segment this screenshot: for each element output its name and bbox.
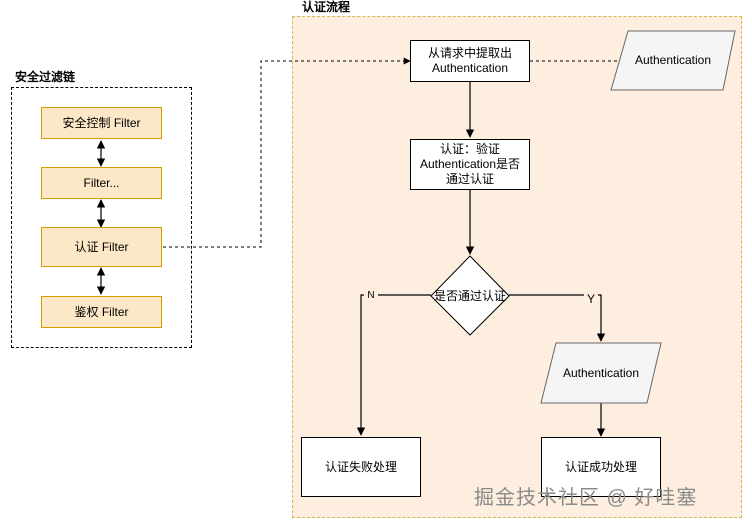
filter-generic: Filter... — [41, 167, 162, 199]
auth-object-top-label: Authentication — [634, 52, 712, 67]
auth-fail-step: 认证失败处理 — [301, 437, 421, 497]
filter-authorization: 鉴权 Filter — [41, 296, 162, 328]
branch-yes-label: Y — [584, 292, 598, 306]
extract-authentication-step: 从请求中提取出Authentication — [410, 40, 530, 82]
decision-label: 是否通过认证 — [433, 288, 506, 303]
filter-security-control: 安全控制 Filter — [41, 107, 162, 139]
decision-diamond — [430, 255, 510, 336]
auth-object-top-shape — [610, 30, 736, 91]
auth-filter-to-flow-link — [163, 57, 411, 248]
watermark-text: 掘金技术社区 @ 好哇塞 — [474, 487, 698, 509]
filter-chain-container — [11, 87, 192, 348]
decision-no-arrow — [356, 294, 431, 436]
verify-authentication-step: 认证：验证Authentication是否通过认证 — [410, 139, 530, 190]
branch-no-label: N — [364, 289, 378, 301]
auth-flow-title: 认证流程 — [302, 0, 351, 14]
auth-object-mid-shape — [540, 342, 662, 404]
auth-success-step: 认证成功处理 — [541, 437, 661, 497]
auth-flow-container — [292, 16, 742, 518]
decision-yes-arrow — [509, 294, 606, 342]
auth-object-mid-label: Authentication — [562, 365, 640, 380]
filter-chain-title: 安全过滤链 — [15, 70, 76, 84]
filter-authentication: 认证 Filter — [41, 227, 162, 267]
